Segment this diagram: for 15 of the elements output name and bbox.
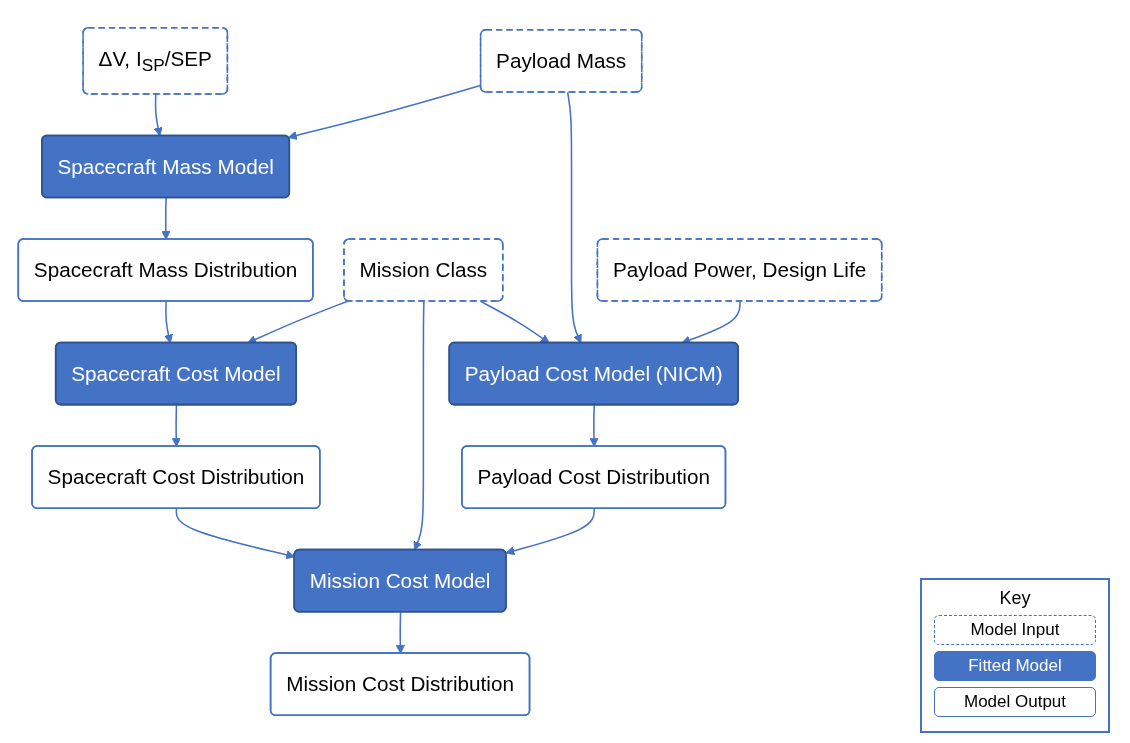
legend-item: Fitted Model bbox=[934, 651, 1096, 681]
arrow bbox=[566, 91, 582, 344]
legend-title: Key bbox=[998, 588, 1032, 609]
arrow bbox=[247, 300, 349, 344]
arrow bbox=[505, 507, 595, 556]
arrow bbox=[161, 197, 171, 240]
legend-item: Model Output bbox=[934, 687, 1096, 717]
arrow bbox=[395, 611, 405, 655]
arrow bbox=[164, 300, 173, 344]
legend-item: Model Input bbox=[934, 615, 1096, 645]
arrow bbox=[480, 300, 550, 344]
arrow bbox=[413, 300, 425, 551]
arrow bbox=[153, 93, 163, 137]
arrow bbox=[171, 404, 181, 447]
arrow bbox=[589, 404, 599, 447]
